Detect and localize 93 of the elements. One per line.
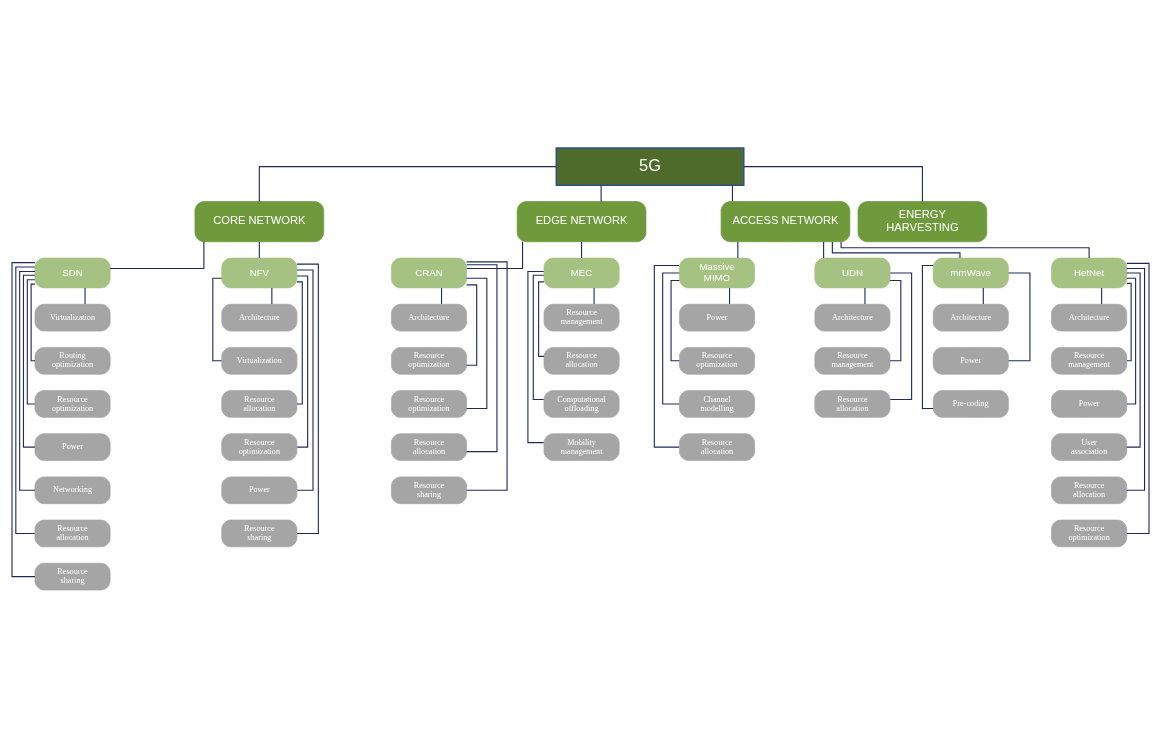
connector (1126, 267, 1146, 491)
node-box: Architecture (1051, 303, 1128, 332)
node-box: Resource allocation (34, 519, 111, 548)
node-box: Power (221, 476, 298, 505)
node-box: HetNet (1051, 257, 1128, 289)
node-box: UDN (814, 257, 891, 289)
connector (1126, 272, 1141, 448)
node-box: Resource allocation (679, 433, 755, 461)
node-box: mmWave (932, 257, 1009, 289)
node-box: Resource allocation (1051, 476, 1128, 505)
connector (593, 287, 595, 305)
connector (889, 272, 913, 401)
node-box: Resource allocation (814, 390, 891, 418)
node-box: Resource optimization (1051, 519, 1128, 548)
connector (921, 265, 934, 409)
node-box: Virtualization (34, 303, 111, 332)
connector (296, 269, 314, 491)
node-box: Architecture (221, 303, 298, 332)
connector (466, 277, 488, 409)
connector (1008, 272, 1031, 362)
node-box: 5G (555, 147, 745, 186)
node-box: Resource sharing (34, 562, 111, 591)
node-box: Resource optimization (34, 390, 111, 418)
connector (538, 281, 545, 357)
node-box: Pre-coding (932, 390, 1009, 418)
connector (1126, 262, 1150, 535)
node-box: Resource optimization (221, 433, 298, 461)
connector (19, 270, 36, 491)
node-box: Power (932, 347, 1009, 375)
connector (1126, 282, 1132, 362)
node-box: Resource optimization (391, 390, 467, 418)
connector (212, 277, 223, 362)
node-box: Channel modelling (679, 390, 755, 418)
node-box: Resource management (543, 303, 620, 332)
connector (466, 261, 508, 491)
connector (30, 283, 36, 362)
connector (864, 287, 866, 305)
connector (840, 241, 1090, 259)
connector (84, 287, 86, 305)
node-box: SDN (34, 257, 111, 289)
node-box: CORE NETWORK (194, 201, 325, 243)
node-box: Networking (34, 476, 111, 505)
node-box: NFV (221, 257, 298, 289)
node-box: Power (34, 433, 111, 461)
node-box: Resource allocation (221, 390, 298, 418)
connector (889, 279, 902, 362)
connector (22, 274, 36, 448)
node-box: Resource allocation (391, 433, 467, 461)
connector (662, 272, 680, 405)
node-box: Virtualization (221, 347, 298, 375)
node-box: Architecture (391, 303, 467, 332)
node-box: ENERGY HARVESTING (857, 201, 988, 243)
node-box: Resource sharing (221, 519, 298, 548)
connector (466, 284, 478, 366)
node-box: EDGE NETWORK (516, 201, 647, 243)
connector (466, 241, 524, 270)
connector (11, 262, 36, 578)
connector (296, 263, 319, 535)
node-box: Architecture (932, 303, 1009, 332)
connector (109, 241, 205, 270)
node-box: Resource allocation (543, 347, 620, 375)
node-box: User association (1051, 433, 1128, 461)
connector (527, 270, 545, 444)
node-box: Power (1051, 390, 1128, 418)
connector (466, 264, 498, 453)
node-box: Resource management (814, 347, 891, 375)
node-box: ACCESS NETWORK (720, 201, 851, 243)
connector (831, 241, 961, 259)
connector (670, 279, 680, 362)
node-box: Resource optimization (679, 347, 755, 375)
node-box: MEC (543, 257, 620, 289)
node-box: Resource optimization (391, 347, 467, 375)
connector (258, 166, 557, 202)
node-box: Computational offloading (543, 390, 620, 418)
connector (15, 266, 36, 535)
node-box: Mobility management (543, 433, 620, 461)
node-box: Resource management (1051, 347, 1128, 375)
connector (532, 274, 545, 401)
node-box: Architecture (814, 303, 891, 332)
node-box: Routing optimization (34, 347, 111, 375)
connector (600, 184, 602, 203)
node-box: Power (679, 303, 755, 332)
connector (296, 275, 309, 448)
connector (1126, 277, 1137, 405)
node-box: Resource sharing (391, 476, 467, 505)
connector (26, 279, 36, 405)
node-box: Massive MIMO (679, 257, 755, 289)
connector (743, 166, 923, 202)
connector (271, 287, 273, 305)
connector (296, 281, 303, 405)
connector (731, 184, 733, 203)
connector (653, 265, 680, 448)
node-box: CRAN (391, 257, 467, 289)
